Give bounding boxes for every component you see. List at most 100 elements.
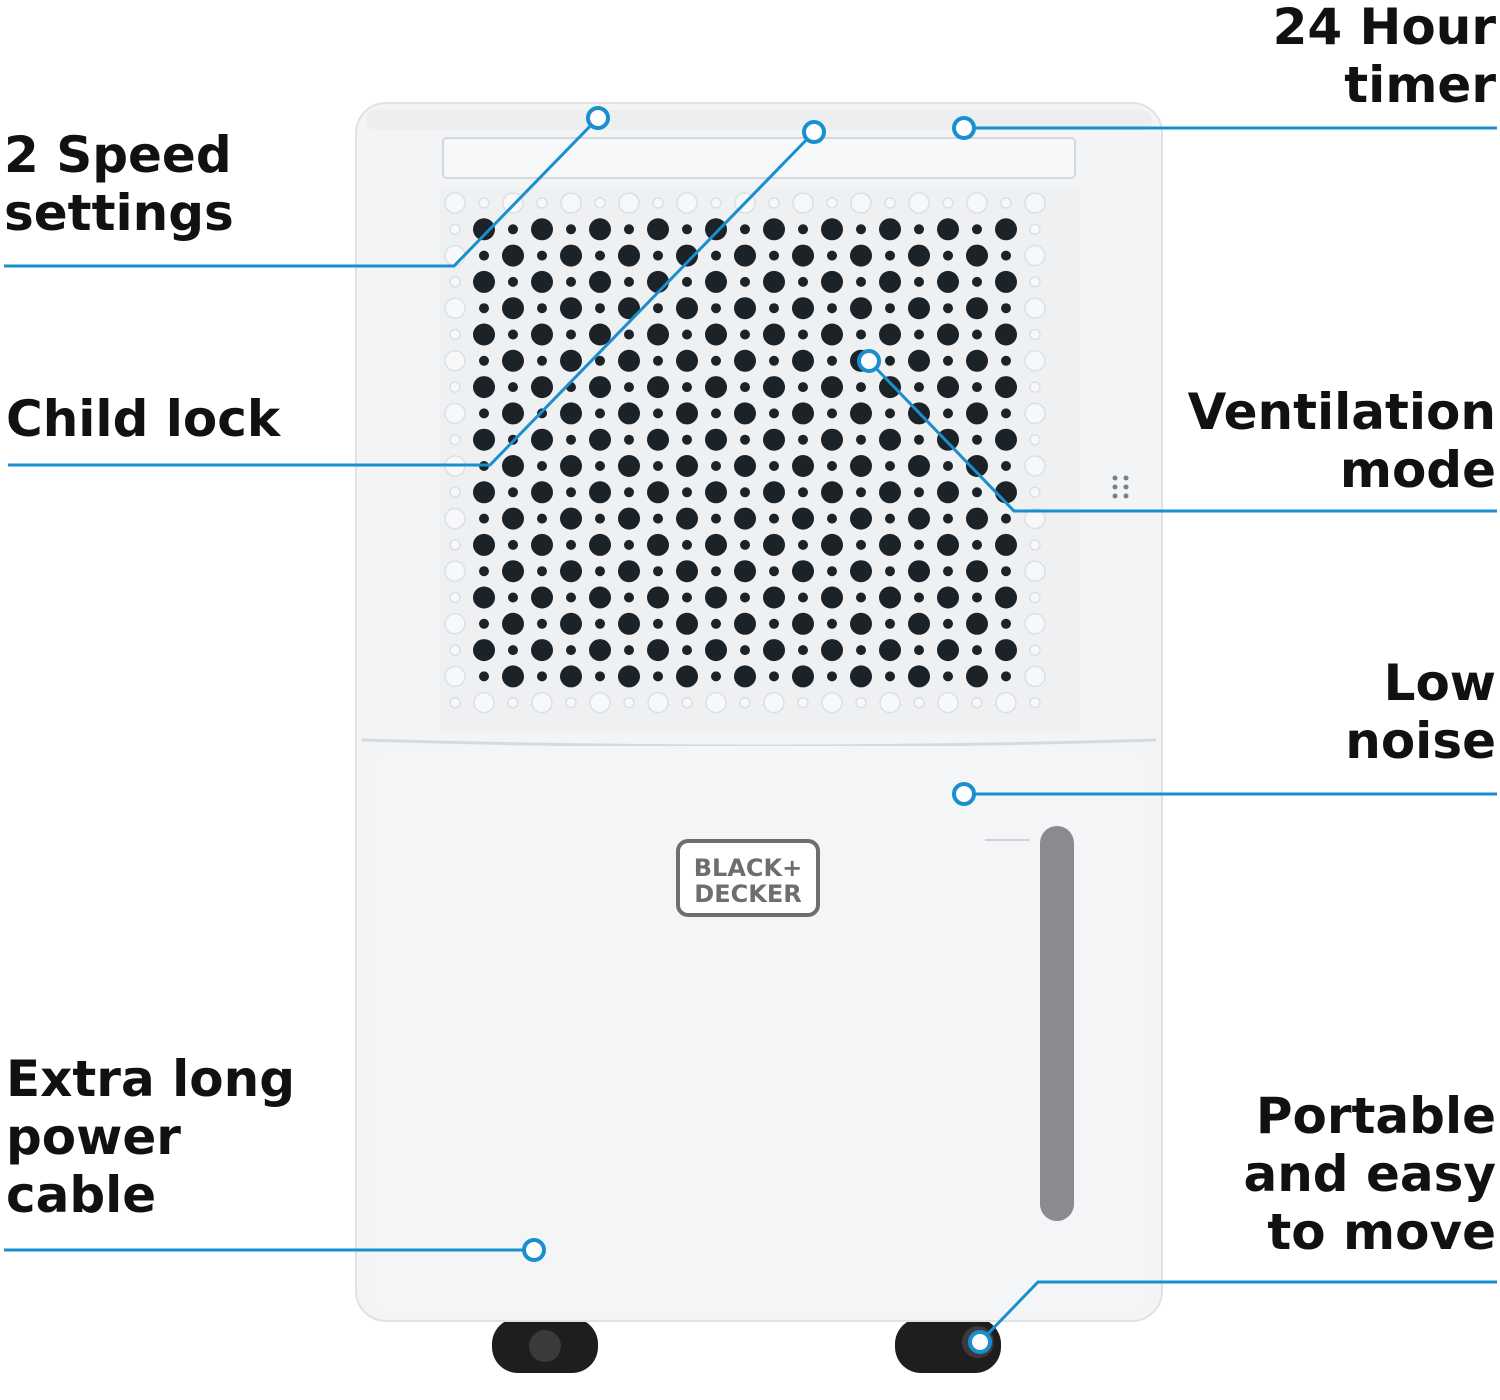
grille-hole [537,250,547,261]
grille-hole [827,618,837,629]
grille-hole [531,270,553,293]
grille-hole [734,244,756,267]
grille-hole [769,250,779,261]
grille-hole [792,612,814,635]
grille-hole [966,349,988,372]
grille-hole [676,297,698,320]
grille-hole [589,270,611,293]
grille-hole [740,329,750,340]
grille-hole [1024,244,1046,267]
grille-hole [798,539,808,550]
child-lock-label: Child lock [6,390,281,448]
grille-hole [821,270,843,293]
grille-hole [914,276,924,287]
grille-hole [856,434,866,445]
grille-hole [827,671,837,682]
grille-hole [676,665,698,688]
grille-hole [734,612,756,635]
grille-hole [653,303,663,314]
grille-hole [502,349,524,372]
grille-hole [594,197,606,209]
grille-hole [908,244,930,267]
grille-hole [995,586,1017,609]
grille-hole [792,244,814,267]
grille-hole [821,323,843,346]
grille-hole [1024,350,1046,372]
grille-hole [624,592,634,603]
grille-hole [531,586,553,609]
grille-hole [856,382,866,393]
grille-hole [653,513,663,524]
grille-hole [966,665,988,688]
grille-hole [681,696,693,709]
grille-hole [508,645,518,656]
grille-hole [705,270,727,293]
grille-hole [914,487,924,498]
grille-hole [792,455,814,477]
grille-hole [1024,192,1046,214]
grille-hole [885,671,895,682]
grille-hole [508,487,518,498]
grille-hole [705,691,727,714]
grille-hole [850,402,872,425]
grille-hole [531,428,553,451]
grille-hole [711,355,721,366]
grille-hole [740,224,750,235]
grille-hole [734,507,756,530]
grille-hole [763,691,785,714]
grille-hole [1029,644,1041,656]
grille-hole [473,376,495,399]
grille-hole [560,402,582,425]
grille-hole [705,533,727,556]
grille-hole [821,639,843,662]
grille-hole [531,323,553,346]
grille-hole [531,691,553,714]
grille-hole [618,455,640,477]
grille-hole [624,487,634,498]
grille-hole [676,192,698,214]
grille-hole [711,408,721,419]
grille-hole [879,691,901,714]
grille-hole [449,539,461,551]
grille-hole [1024,297,1046,319]
grille-hole [1001,303,1011,314]
grille-hole [850,612,872,635]
grille-hole [792,297,814,320]
grille-hole [676,455,698,477]
grille-hole [479,355,489,366]
low-noise-label: Low noise [1345,654,1496,770]
grille-hole [1001,250,1011,261]
grille-hole [943,671,953,682]
grille-hole [531,481,553,504]
grille-hole [913,696,925,709]
grille-hole [624,539,634,550]
grille-hole [995,428,1017,451]
grille-hole [618,349,640,372]
grille-hole [618,612,640,635]
grille-hole [560,560,582,583]
grille-hole [798,434,808,445]
grille-hole [827,566,837,577]
grille-hole [856,224,866,235]
grille-hole [589,376,611,399]
grille-hole [566,276,576,287]
grille-hole [560,612,582,635]
portable-label: Portable and easy to move [1243,1087,1496,1261]
grille-hole [937,218,959,241]
grille-hole [908,297,930,320]
grille-hole [444,192,466,214]
grille-hole [473,428,495,451]
grille-hole [566,434,576,445]
grille-hole [879,428,901,451]
grille-hole [647,691,669,714]
grille-hole [444,507,466,530]
grille-hole [821,533,843,556]
grille-hole [1024,455,1046,477]
grille-hole [763,481,785,504]
grille-hole [943,513,953,524]
grille-hole [710,197,722,209]
grille-hole [734,665,756,688]
grille-hole [566,487,576,498]
grille-hole [740,434,750,445]
grille-hole [531,639,553,662]
